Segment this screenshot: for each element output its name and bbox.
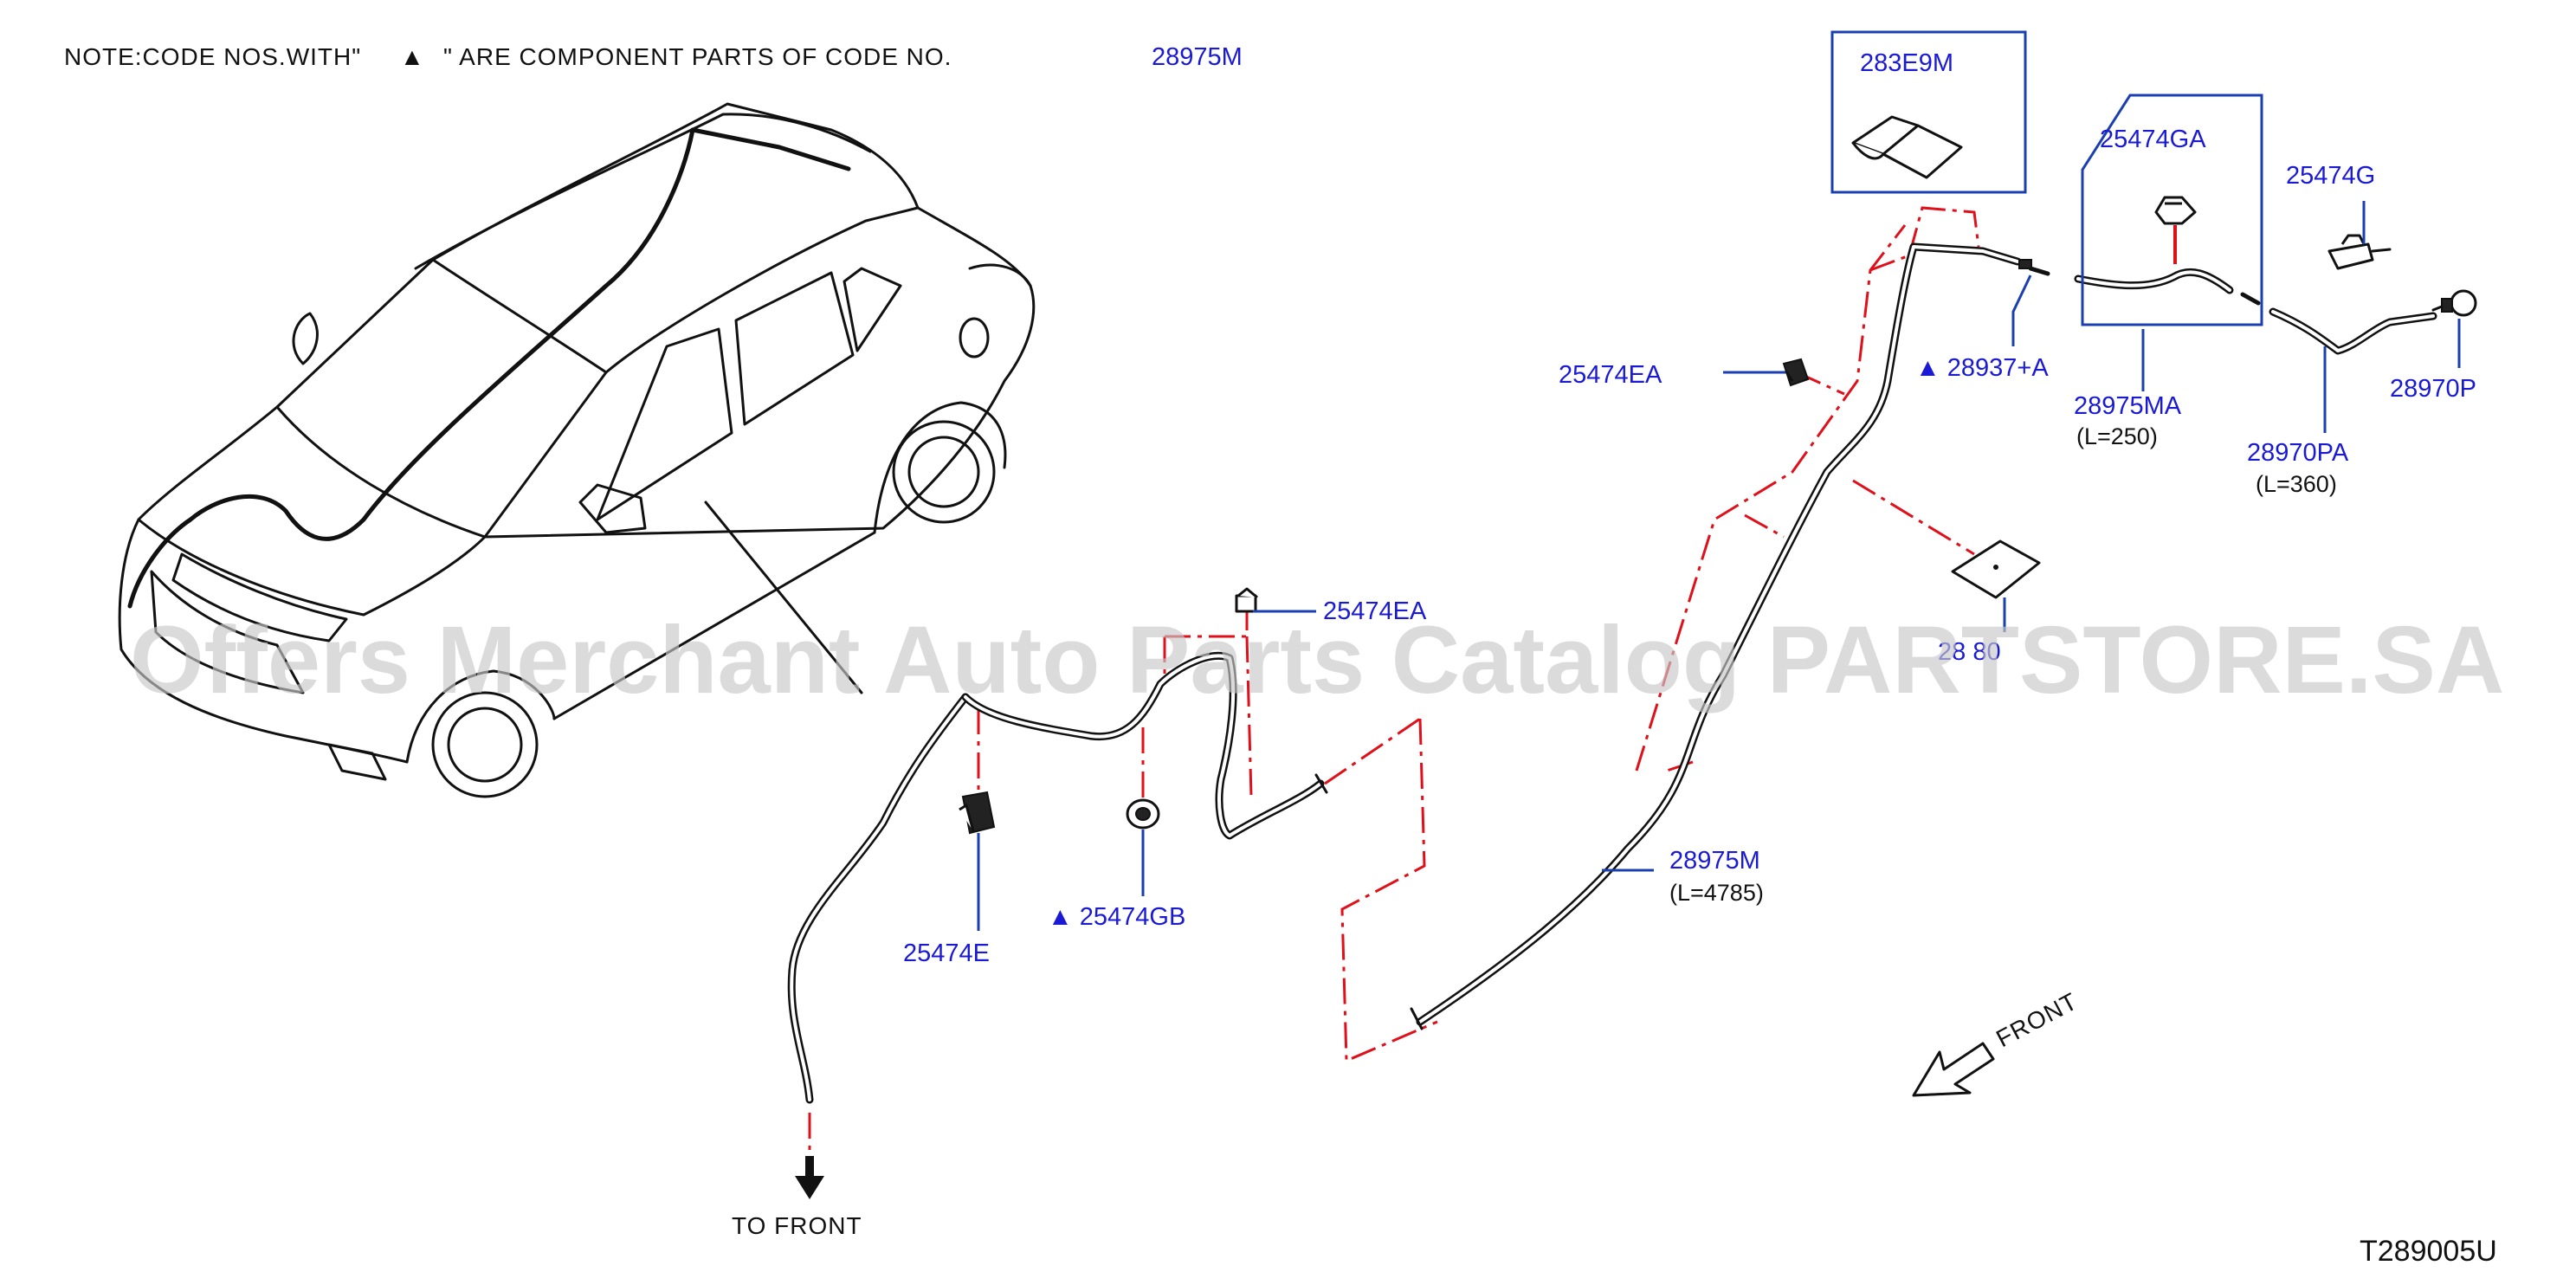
label-283e9m[interactable]: 283E9M [1860,49,1953,77]
label-28970p[interactable]: 28970P [2390,375,2476,403]
car-hood [137,405,487,617]
car-rocker [552,531,876,720]
label-28970pa[interactable]: 28970PA [2247,439,2349,467]
guide-28980 [1852,479,1975,556]
guide-top-cross-2 [1744,513,1785,539]
label-28975m[interactable]: 28975M [1669,847,1760,875]
fitting-28937-icon[interactable] [2018,259,2032,269]
leader-lines [977,201,2461,931]
label-28980[interactable]: 28 80 [1938,638,2001,666]
nozzle-28970p-icon[interactable] [2431,289,2477,317]
guide-upper-bracket [1869,206,1980,272]
washer-hose-assembly [787,242,2437,1104]
car-washer-hose-route [127,127,695,609]
car-washer-hose-roof [690,127,851,171]
pad-28980-icon[interactable] [1951,539,2041,599]
note-suffix: " ARE COMPONENT PARTS OF CODE NO. [443,43,952,70]
label-28975ma-length: (L=250) [2076,423,2158,449]
front-arrow-icon [1912,1042,1995,1097]
label-25474g[interactable]: 25474G [2286,162,2375,190]
car-rear-hub [907,436,980,508]
car-antenna [292,312,319,365]
part-labels: 283E9M 25474GA 25474G ▲ 28937+A 25474EA … [903,49,2476,967]
car-detail-pointer [704,500,863,694]
car-headlamp [171,552,348,642]
hose-end-cap-mid [1314,773,1328,794]
label-28937a[interactable]: ▲ 28937+A [1915,354,2049,382]
car-grille [150,570,305,694]
note-code-link[interactable]: 28975M [1152,43,1243,71]
label-28975ma[interactable]: 28975MA [2074,392,2182,420]
vehicle-illustration [118,102,1036,798]
callout-box-283e9m [1830,30,2027,194]
hose-gap-28975ma [2240,292,2261,306]
leader-28937a [2011,274,2032,346]
car-rear-door-window [734,271,855,426]
note-triangle-mark: ▲ [400,43,425,70]
clip-25474ea-right-icon[interactable] [1782,358,1810,387]
guide-mid-box-top [1324,717,1421,785]
down-arrow-icon [795,1156,824,1199]
clip-25474e-icon[interactable] [959,791,996,835]
car-windshield [275,258,608,539]
label-25474e[interactable]: 25474E [903,940,990,967]
hose-gap-28937 [2028,266,2050,276]
car-rear-wheel [892,420,996,524]
to-front-label: TO FRONT [732,1212,862,1239]
watermark-text: Offers Merchant Auto Parts Catalog PARTS… [130,607,2504,714]
front-direction-indicator: FRONT [1912,987,2082,1097]
car-side-mirror [578,483,647,534]
guide-clip-frame-left [1165,606,1249,638]
label-25474ea-right[interactable]: 25474EA [1559,361,1662,389]
front-label: FRONT [1992,987,2082,1052]
car-foglamp [327,743,387,781]
grommet-25474g-icon[interactable] [2327,234,2392,270]
car-front-wheel [431,691,539,798]
parts-components [959,115,2477,835]
car-roof-outline [431,102,920,374]
label-25474ea-top[interactable]: 25474EA [1323,597,1427,625]
car-quarter-window [843,267,902,352]
clip-25474ea-icon[interactable] [1235,587,1258,613]
guide-mid-box [1340,718,1438,1063]
label-28970pa-length: (L=360) [2256,471,2337,497]
car-rear-wheel-arch [873,401,1007,534]
label-25474ga[interactable]: 25474GA [2100,126,2206,153]
car-side-body [483,206,1036,539]
hose-end-cap [1410,1007,1424,1030]
label-25474gb[interactable]: ▲ 25474GB [1048,903,1185,931]
guide-clip-frame-right [1245,636,1253,797]
car-rear-lamp [959,317,990,358]
guide-upper-left [1635,224,1907,772]
car-roof-rail [414,113,872,270]
car-front-wheel-arch [405,669,556,764]
hose-front-run[interactable] [787,693,970,1104]
car-front-door-window [596,327,733,521]
grommet-25474gb-icon[interactable] [1126,798,1160,830]
note-prefix: NOTE:CODE NOS.WITH" [64,43,361,70]
tape-283e9m-icon[interactable] [1851,115,1963,179]
car-rear-pillar [968,263,1032,287]
grommet-25474ga-icon[interactable] [2154,196,2197,225]
assembly-guide-lines [977,206,2177,1063]
component-note: NOTE:CODE NOS.WITH" ▲ " ARE COMPONENT PA… [64,43,1243,71]
to-front-indicator: TO FRONT [732,1113,862,1239]
callout-box-28975ma [2081,94,2263,326]
label-28975m-length: (L=4785) [1669,880,1764,906]
diagram-reference-code: T289005U [2360,1235,2497,1268]
car-front-hub [447,707,523,783]
